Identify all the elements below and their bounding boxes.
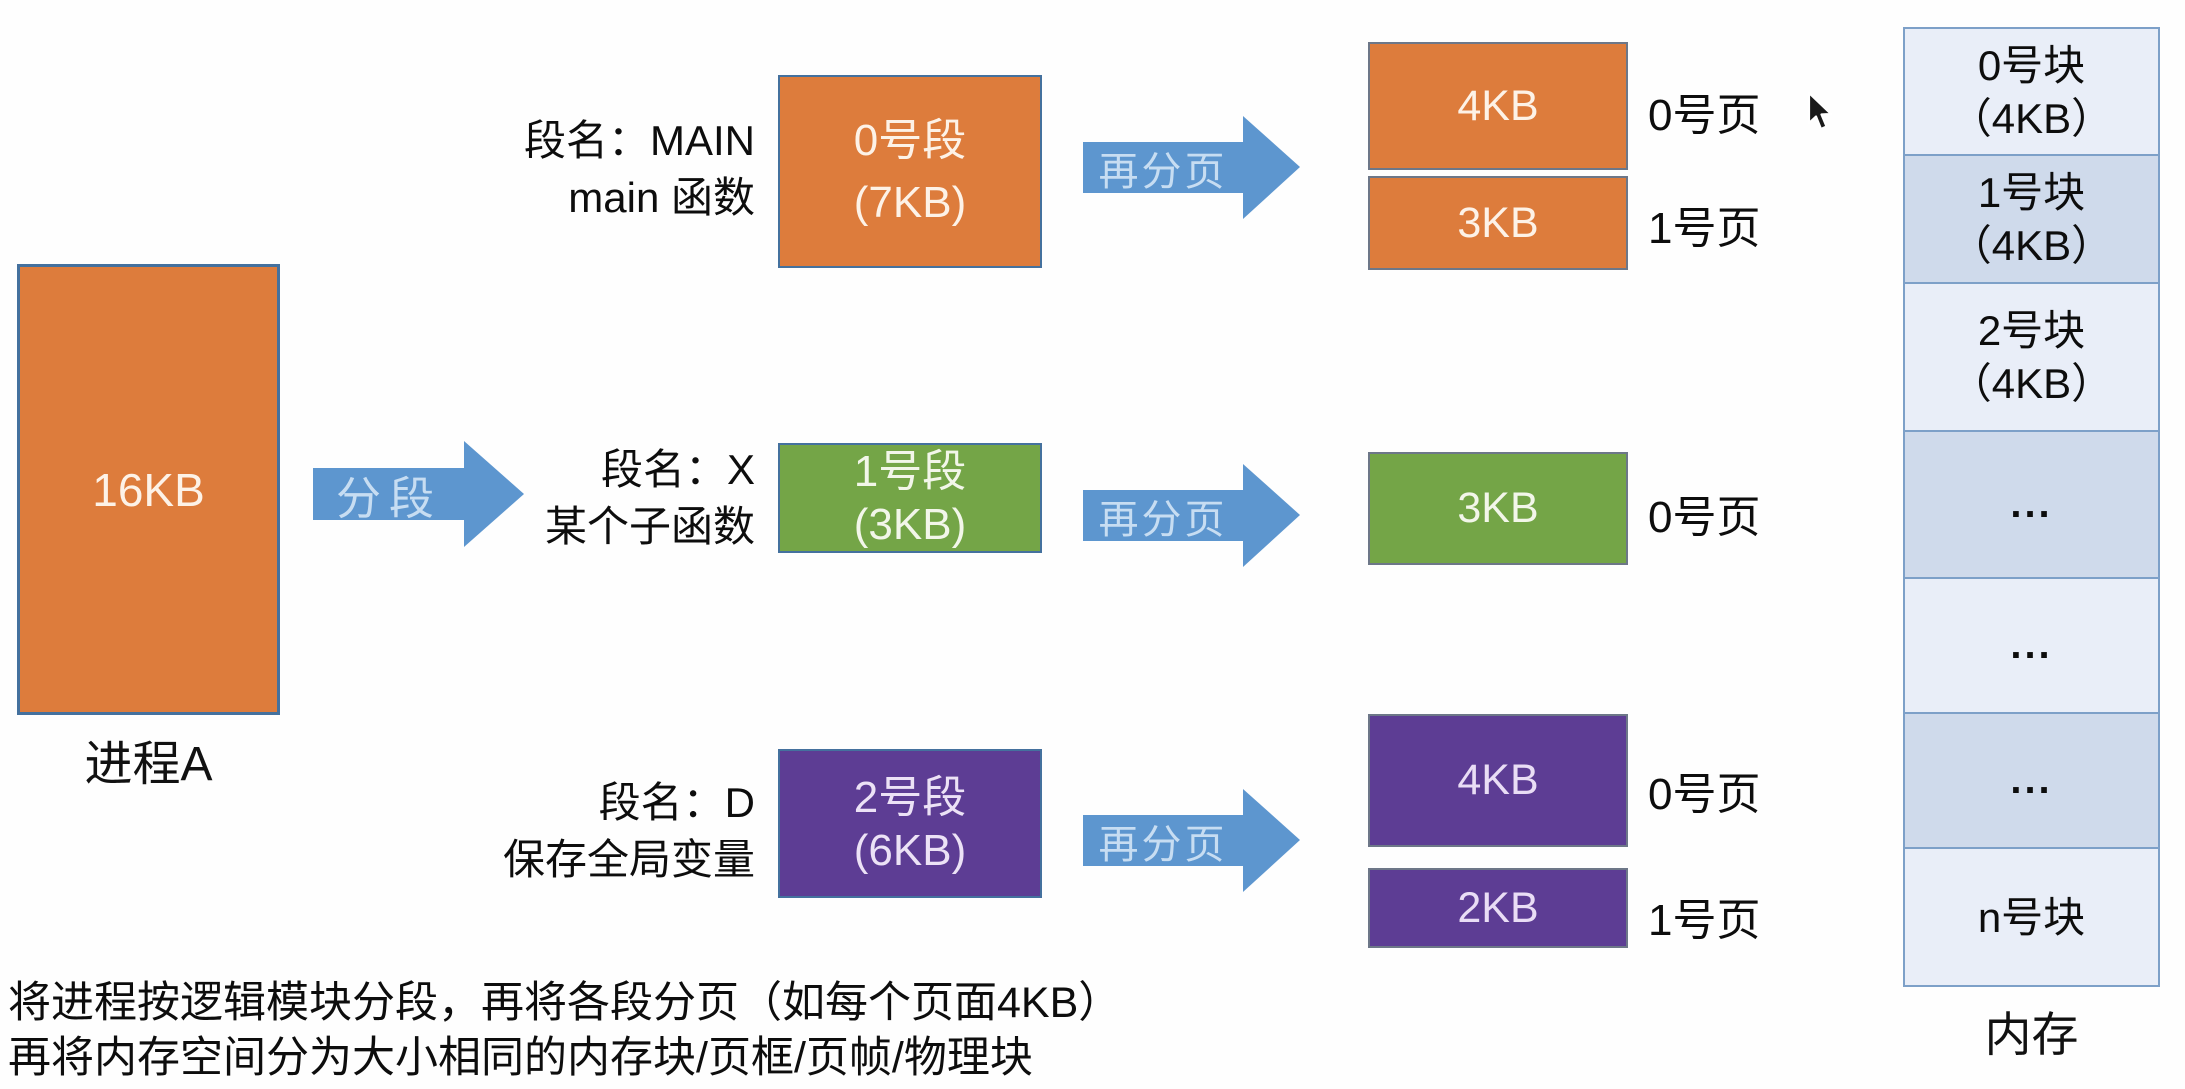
memory-block-ellipsis-2-dots: ... xyxy=(2010,623,2053,667)
segment-1-name-label: 段名：X 某个子函数 xyxy=(380,441,755,555)
segment-1-name-line1: 段名：X xyxy=(600,446,755,493)
segment-2-name-label: 段名：D 保存全局变量 xyxy=(380,774,755,888)
segment-0-page-1-label: 1号页 xyxy=(1648,204,1761,253)
segment-2-page-0-label: 0号页 xyxy=(1648,770,1761,819)
repage-arrow-2-head-icon xyxy=(1243,789,1300,892)
segment-0-page-0-box: 4KB xyxy=(1368,42,1628,170)
segment-box-0-title: 0号段 xyxy=(853,115,967,165)
segmentation-arrow-head-icon xyxy=(464,441,524,547)
segment-box-2-size: (6KB) xyxy=(853,825,967,875)
memory-block-2-size: （4KB） xyxy=(1949,360,2114,407)
memory-block-n: n号块 xyxy=(1905,849,2158,985)
process-a-rect: 16KB xyxy=(17,264,280,715)
memory-caption: 内存 xyxy=(1984,1008,2079,1061)
segment-0-page-1-box: 3KB xyxy=(1368,176,1628,270)
segment-box-1-size: (3KB) xyxy=(853,500,967,549)
segment-0-page-0-label: 0号页 xyxy=(1648,91,1761,140)
segment-2-page-0-size: 4KB xyxy=(1457,756,1539,804)
segment-2-page-1-label: 1号页 xyxy=(1648,896,1761,945)
repage-arrow-1-label: 再分页 xyxy=(1098,497,1228,542)
repage-arrow-0-head-icon xyxy=(1243,116,1300,219)
segment-1-page-0-label: 0号页 xyxy=(1648,493,1761,542)
segment-box-1-title: 1号段 xyxy=(853,447,967,496)
segmentation-arrow-label: 分段 xyxy=(335,472,442,524)
repage-arrow-1-head-icon xyxy=(1243,464,1300,567)
memory-column: 0号块 （4KB） 1号块 （4KB） 2号块 （4KB） ... ... ..… xyxy=(1903,27,2160,987)
segment-box-2: 2号段 (6KB) xyxy=(778,749,1042,898)
segment-box-0: 0号段 (7KB) xyxy=(778,75,1042,268)
memory-block-ellipsis-2: ... xyxy=(1905,579,2158,714)
footer-note-line1: 将进程按逻辑模块分段，再将各段分页（如每个页面4KB） xyxy=(8,979,1122,1027)
repage-arrow-2-label: 再分页 xyxy=(1098,822,1228,867)
memory-block-0: 0号块 （4KB） xyxy=(1905,29,2158,156)
segment-2-page-0-box: 4KB xyxy=(1368,714,1628,847)
segment-0-name-line2: main 函数 xyxy=(568,174,755,221)
segmentation-arrow: 分段 xyxy=(313,468,465,524)
memory-block-1-size: （4KB） xyxy=(1949,222,2114,269)
footer-note: 将进程按逻辑模块分段，再将各段分页（如每个页面4KB） 再将内存空间分为大小相同… xyxy=(8,976,1121,1086)
segment-1-name-line2: 某个子函数 xyxy=(544,503,755,550)
memory-block-ellipsis-1-dots: ... xyxy=(2010,482,2053,526)
segment-0-name-label: 段名：MAIN main 函数 xyxy=(380,112,755,226)
memory-block-1: 1号块 （4KB） xyxy=(1905,156,2158,284)
process-a-name-label: 进程A xyxy=(84,738,213,791)
repage-arrow-0: 再分页 xyxy=(1083,142,1243,194)
segment-box-0-size: (7KB) xyxy=(853,177,967,227)
segment-0-page-0-size: 4KB xyxy=(1457,81,1539,130)
segment-1-page-0-box: 3KB xyxy=(1368,452,1628,565)
memory-block-ellipsis-3: ... xyxy=(1905,714,2158,849)
mouse-cursor-icon xyxy=(1806,91,1836,139)
memory-block-ellipsis-3-dots: ... xyxy=(2010,758,2053,802)
segment-0-page-1-size: 3KB xyxy=(1457,198,1539,247)
segment-2-page-1-box: 2KB xyxy=(1368,868,1628,948)
process-size-label: 16KB xyxy=(92,463,205,516)
memory-block-n-title: n号块 xyxy=(1977,893,2086,941)
segment-box-2-title: 2号段 xyxy=(853,772,967,822)
memory-block-0-title: 0号块 xyxy=(1977,41,2086,89)
memory-block-2: 2号块 （4KB） xyxy=(1905,284,2158,432)
segment-2-page-1-size: 2KB xyxy=(1457,883,1539,932)
memory-block-2-title: 2号块 xyxy=(1977,307,2086,354)
memory-block-ellipsis-1: ... xyxy=(1905,432,2158,579)
memory-block-1-title: 1号块 xyxy=(1977,169,2086,216)
footer-note-line2: 再将内存空间分为大小相同的内存块/页框/页帧/物理块 xyxy=(8,1034,1033,1082)
repage-arrow-2: 再分页 xyxy=(1083,815,1243,867)
repage-arrow-1: 再分页 xyxy=(1083,490,1243,542)
segment-0-name-line1: 段名：MAIN xyxy=(523,117,755,164)
repage-arrow-0-label: 再分页 xyxy=(1098,149,1228,194)
segment-2-name-line1: 段名：D xyxy=(598,779,755,826)
memory-block-0-size: （4KB） xyxy=(1949,94,2114,142)
segment-2-name-line2: 保存全局变量 xyxy=(502,836,755,883)
segment-box-1: 1号段 (3KB) xyxy=(778,443,1042,553)
segment-1-page-0-size: 3KB xyxy=(1457,484,1539,532)
